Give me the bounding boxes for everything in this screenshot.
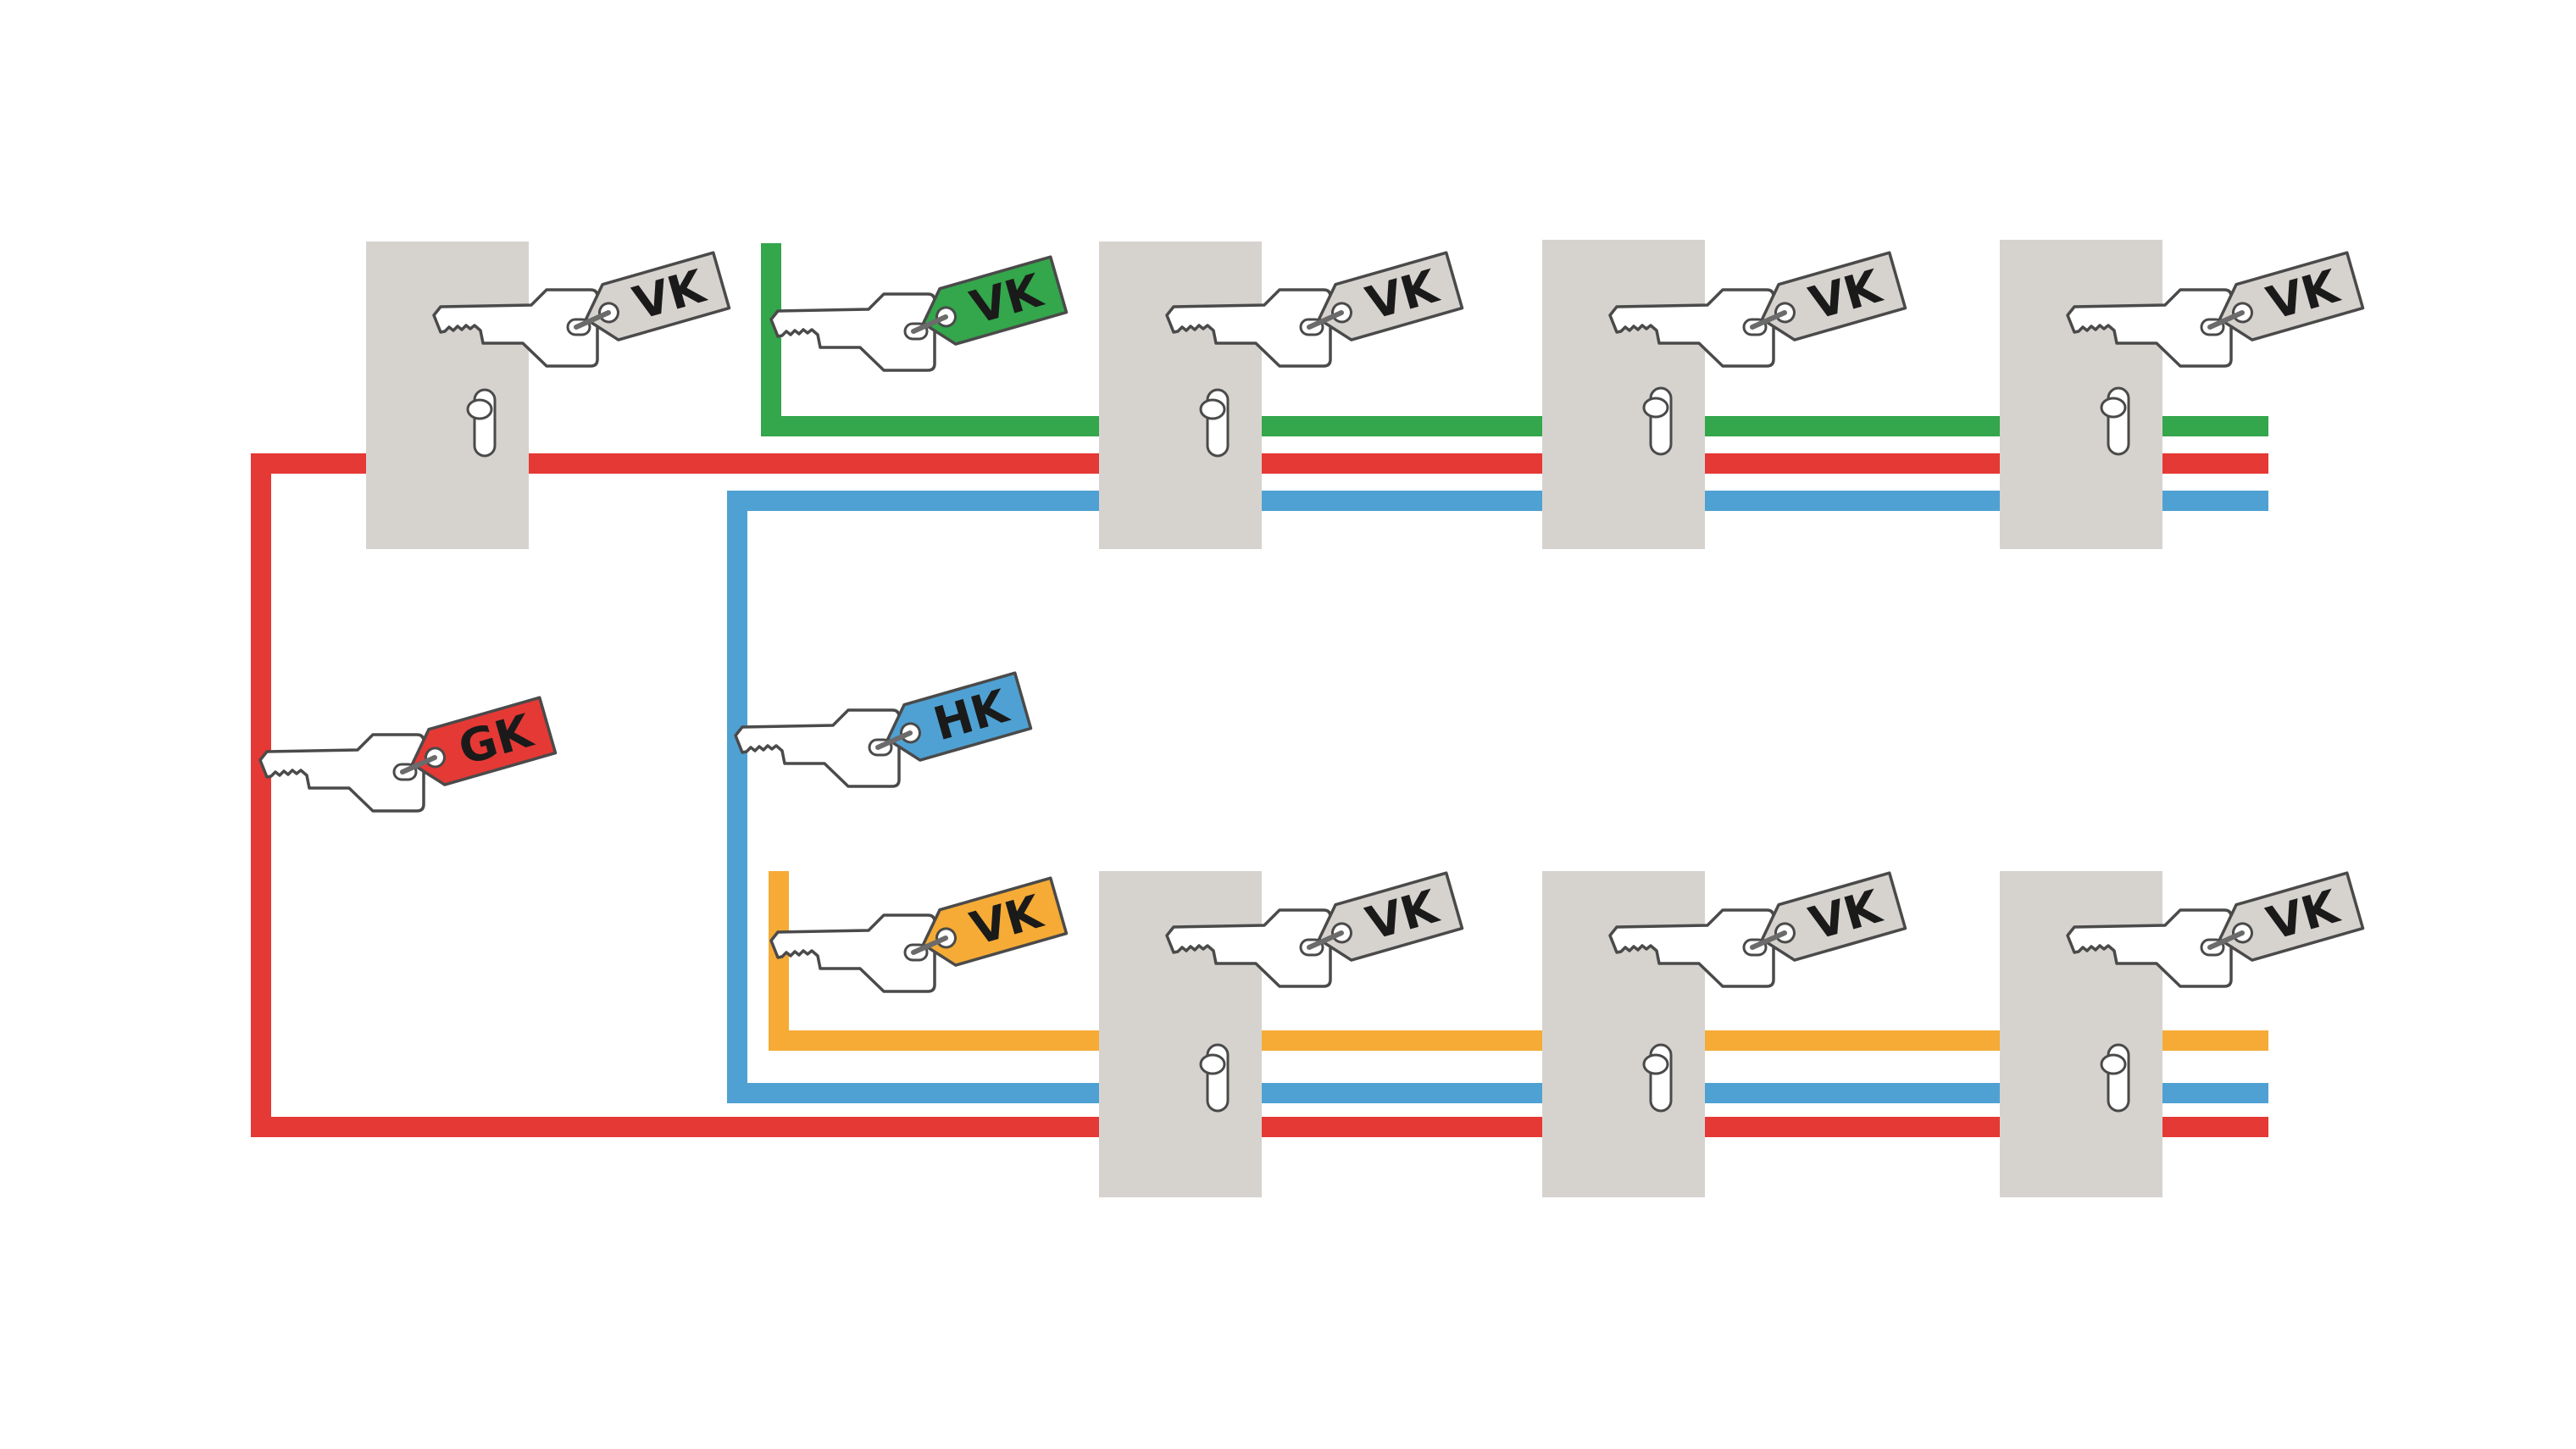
key-tag: VK (2218, 251, 2365, 341)
door-7 (2000, 871, 2162, 1197)
door-4 (2000, 240, 2162, 549)
key-tag: VK (1317, 871, 1464, 962)
key-ring-wire (911, 935, 948, 955)
door-panel (1542, 871, 1705, 1197)
line-gk-red (251, 453, 2268, 1137)
door-2 (1099, 242, 1262, 549)
key-tag: VK (921, 255, 1069, 346)
line-vk-orange (769, 871, 2268, 1051)
key-ring-wire (1307, 930, 1344, 950)
door-1 (366, 242, 529, 549)
door-panel (1542, 240, 1705, 549)
door-knob-icon (1199, 398, 1226, 420)
door-3 (1542, 240, 1705, 549)
door-knob-icon (2100, 397, 2127, 419)
key-ring-wire (875, 730, 913, 750)
door-knob-icon (1199, 1053, 1226, 1075)
tag-shape (1760, 871, 1907, 962)
door-6 (1542, 871, 1705, 1197)
key-ring-wire (911, 314, 948, 334)
key-icon (432, 288, 599, 368)
key-tag: VK (584, 251, 731, 341)
key-ring-wire (2207, 310, 2245, 330)
key-door-2-key: VK (1165, 251, 1464, 368)
key-ring-wire (1750, 930, 1787, 950)
tag-shape (2218, 871, 2365, 962)
key-tag: VK (1760, 871, 1907, 962)
key-icon (1165, 908, 1332, 988)
door-panel (1099, 242, 1262, 549)
line-hk-blue (727, 491, 2268, 1103)
key-icon (734, 708, 901, 788)
tag-shape (921, 876, 1069, 967)
key-door-6-key: VK (1608, 871, 1907, 988)
tag-shape (1317, 251, 1464, 341)
door-knob-icon (1642, 397, 1669, 419)
key-icon (1608, 288, 1775, 368)
key-vk-green: VK (769, 255, 1069, 372)
keys: GK HK VK VK VK VK VK VK VK VK VK (258, 251, 2365, 993)
key-gk: GK (258, 696, 558, 813)
line-vk-green (761, 243, 2268, 436)
key-door-7-key: VK (2066, 871, 2365, 988)
key-ring-wire (1750, 310, 1787, 330)
key-icon (1608, 908, 1775, 988)
key-door-3-key: VK (1608, 251, 1907, 368)
key-icon (2066, 288, 2233, 368)
key-vk-orange: VK (769, 876, 1069, 993)
door-knob-icon (1642, 1053, 1669, 1075)
key-ring-wire (574, 310, 611, 330)
key-tag: VK (1317, 251, 1464, 341)
key-icon (769, 292, 936, 372)
tag-shape (2218, 251, 2365, 341)
tag-shape (921, 255, 1069, 346)
key-tag: VK (921, 876, 1069, 967)
doors (366, 240, 2162, 1197)
tag-shape (1317, 871, 1464, 962)
door-5 (1099, 871, 1262, 1197)
door-panel (1099, 871, 1262, 1197)
key-hk: HK (734, 671, 1033, 788)
key-tag: VK (1760, 251, 1907, 341)
key-icon (1165, 288, 1332, 368)
key-ring-wire (2207, 930, 2245, 950)
key-ring-wire (400, 755, 437, 774)
key-icon (769, 913, 936, 993)
tag-shape (584, 251, 731, 341)
key-tag: GK (410, 696, 558, 786)
key-tag: HK (886, 671, 1033, 762)
access-lines (251, 243, 2268, 1137)
door-panel (2000, 871, 2162, 1197)
door-knob-icon (2100, 1053, 2127, 1075)
tag-shape (410, 696, 558, 786)
key-tag: VK (2218, 871, 2365, 962)
door-knob-icon (466, 398, 493, 420)
key-ring-wire (1307, 310, 1344, 330)
tag-shape (1760, 251, 1907, 341)
door-panel (2000, 240, 2162, 549)
key-icon (258, 733, 425, 813)
tag-shape (886, 671, 1033, 762)
door-panel (366, 242, 529, 549)
key-door-1-key: VK (432, 251, 731, 368)
key-icon (2066, 908, 2233, 988)
